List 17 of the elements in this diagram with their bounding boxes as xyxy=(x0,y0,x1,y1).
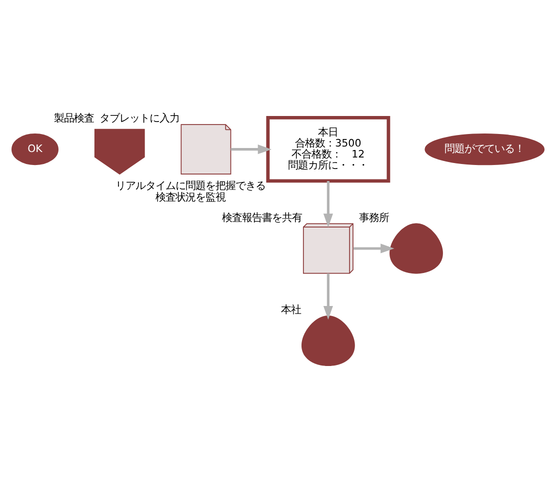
node-label: 事務所 xyxy=(359,212,390,224)
node-box: 本日 合格数：3500 不合格数： 12 問題カ所に・・・ xyxy=(266,116,390,183)
node-label: タブレットに入力 xyxy=(100,112,180,125)
node-person xyxy=(390,223,443,274)
node-label: 製品検査 xyxy=(54,112,94,125)
node-label: 本社 xyxy=(281,304,302,316)
node-label: リアルタイムに問題を把握できる xyxy=(116,180,266,192)
node-label: 検査状況を監視 xyxy=(156,191,226,204)
node-shirt xyxy=(94,128,145,175)
node-person xyxy=(301,316,355,366)
node-ellipse: 問題がでている！ xyxy=(424,134,545,166)
node-label: 検査報告書を共有 xyxy=(222,212,302,224)
node-ellipse: OK xyxy=(12,134,58,166)
arrow xyxy=(323,181,333,228)
arrow xyxy=(230,144,272,154)
arrow xyxy=(353,244,394,254)
arrow xyxy=(323,273,333,320)
